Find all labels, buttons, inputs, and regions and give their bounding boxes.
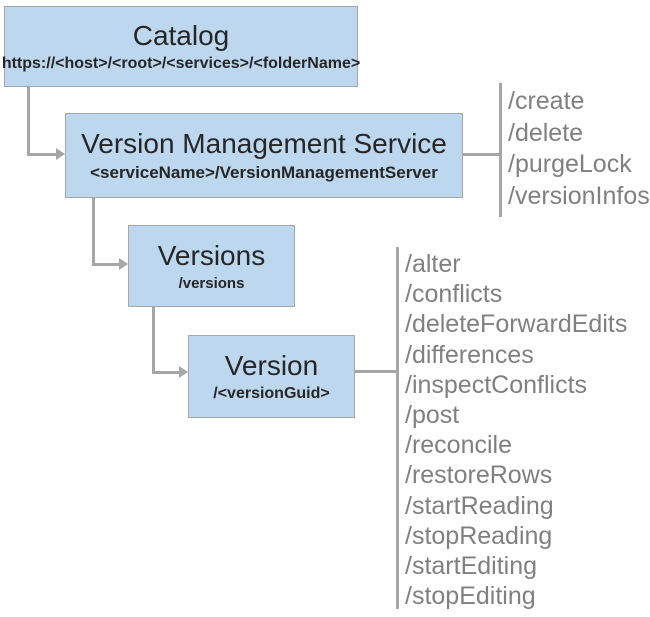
- operation-item: /purgeLock: [508, 150, 632, 179]
- connector-vms-to-versions-horizontal: [92, 263, 119, 266]
- node-version: Version /<versionGuid>: [188, 335, 355, 418]
- arrowhead-icon: [119, 258, 128, 270]
- connector-versions-to-version-vertical: [152, 307, 155, 374]
- operation-item: /create: [508, 87, 585, 115]
- operation-item: /stopReading: [405, 521, 553, 550]
- operation-item: /post: [405, 401, 460, 430]
- operation-item: /versionInfos: [508, 181, 650, 210]
- node-version-management-service: Version Management Service <serviceName>…: [65, 113, 463, 198]
- operation-item: /startEditing: [405, 552, 538, 581]
- arrowhead-icon: [56, 148, 65, 160]
- connector-catalog-to-vms-vertical: [27, 87, 30, 156]
- operation-item: /restoreRows: [405, 461, 553, 490]
- node-versions-title: Versions: [157, 240, 266, 272]
- connector-versions-to-version-horizontal: [152, 371, 179, 374]
- operation-item: /deleteForwardEdits: [405, 310, 628, 339]
- node-catalog: Catalog https://<host>/<root>/<services>…: [1, 6, 361, 87]
- version-operations-list: /alter /conflicts /deleteForwardEdits /d…: [405, 249, 627, 611]
- node-version-management-service-title: Version Management Service: [81, 128, 447, 160]
- connector-vms-to-versions-vertical: [92, 198, 95, 266]
- operation-item: /alter: [405, 250, 461, 278]
- operation-item: /stopEditing: [405, 582, 536, 611]
- operation-item: /inspectConflicts: [405, 370, 588, 399]
- connector-vms-to-operations: [463, 153, 500, 156]
- node-catalog-title: Catalog: [132, 20, 230, 52]
- operation-item: /reconcile: [405, 431, 512, 460]
- operation-item: /delete: [508, 118, 584, 147]
- vms-operations-bracket-line: [499, 83, 502, 217]
- vms-operations-list: /create /delete /purgeLock /versionInfos: [508, 86, 650, 212]
- operation-item: /differences: [405, 340, 534, 369]
- arrowhead-icon: [179, 366, 188, 378]
- node-version-title: Version: [224, 350, 319, 382]
- node-version-path: /<versionGuid>: [213, 384, 330, 402]
- node-versions-path: /versions: [178, 274, 245, 292]
- connector-catalog-to-vms-horizontal: [27, 153, 56, 156]
- operation-item: /conflicts: [405, 280, 503, 309]
- connector-version-to-operations: [355, 370, 397, 373]
- version-operations-bracket-line: [396, 247, 399, 609]
- node-versions: Versions /versions: [128, 225, 295, 307]
- node-version-management-service-path: <serviceName>/VersionManagementServer: [90, 162, 438, 182]
- node-catalog-url: https://<host>/<root>/<services>/<folder…: [1, 54, 361, 72]
- operation-item: /startReading: [405, 491, 554, 520]
